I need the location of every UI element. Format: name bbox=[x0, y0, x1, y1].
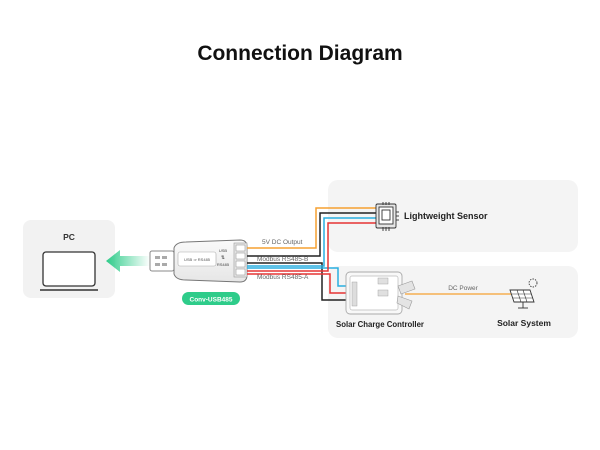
red-wire-controller bbox=[247, 273, 352, 294]
controller-label: Solar Charge Controller bbox=[336, 320, 424, 329]
pc-label: PC bbox=[63, 232, 75, 242]
orange-wire bbox=[247, 207, 376, 249]
charge-controller-icon bbox=[345, 271, 416, 315]
power-label: 5V DC Output bbox=[262, 239, 303, 246]
converter-body-text: USB ⇒ RS485 bbox=[184, 257, 211, 262]
usb-converter: USB ⇒ RS485 USB ⇅ RS485 bbox=[149, 239, 248, 283]
arrows-text: ⇅ bbox=[221, 255, 225, 261]
converter-badge bbox=[182, 292, 240, 305]
solar-panel-icon bbox=[509, 278, 538, 309]
blue-wire-sensor bbox=[247, 217, 376, 267]
laptop-icon bbox=[40, 251, 98, 291]
rs485-text: RS485 bbox=[217, 262, 230, 267]
sensor-panel bbox=[328, 180, 578, 252]
sensor-label: Lightweight Sensor bbox=[404, 211, 488, 221]
black-wire-sensor bbox=[247, 212, 376, 257]
green-arrow-icon bbox=[106, 250, 150, 272]
converter-name: Conv-USB485 bbox=[190, 297, 233, 304]
rs485-b-label: Modbus RS485-B bbox=[257, 256, 308, 263]
page-title: Connection Diagram bbox=[197, 42, 403, 65]
wires bbox=[247, 207, 512, 301]
sensor-chip-icon bbox=[375, 202, 399, 231]
blue-wire-controller bbox=[247, 267, 352, 287]
usb-text: USB bbox=[219, 248, 228, 253]
solar-label: Solar System bbox=[497, 318, 551, 328]
dc-power-label: DC Power bbox=[448, 285, 478, 292]
black-wire-controller bbox=[247, 262, 352, 301]
red-wire-sensor bbox=[247, 222, 376, 272]
rs485-a-label: Modbus RS485-A bbox=[257, 274, 309, 281]
